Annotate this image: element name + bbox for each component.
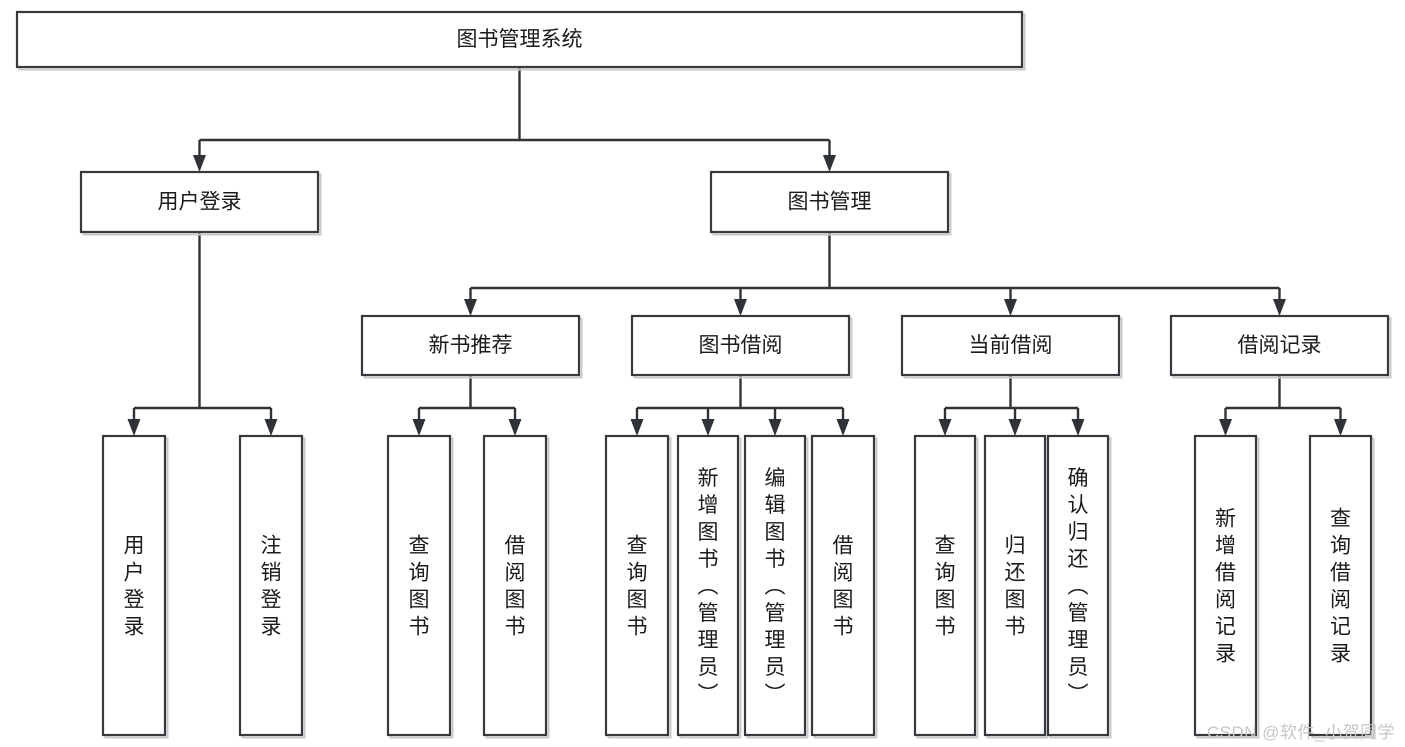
node-label: 编辑图书︵管理员︶ (765, 467, 786, 706)
node-new-book-rec[interactable]: 新书推荐 (360, 314, 583, 379)
node-leaf-return-book[interactable]: 归还图书 (983, 434, 1049, 739)
node-label: 新书推荐 (429, 334, 513, 357)
node-layer: 图书管理系统用户登录图书管理新书推荐图书借阅当前借阅借阅记录用户登录注销登录查询… (15, 10, 1392, 739)
node-leaf-edit-book[interactable]: 编辑图书︵管理员︶ (743, 434, 809, 739)
node-user-login[interactable]: 用户登录 (79, 170, 322, 236)
node-label: 借阅记录 (1238, 334, 1322, 357)
node-leaf-query-book-3[interactable]: 查询图书 (913, 434, 979, 739)
node-label: 查询图书 (627, 535, 648, 639)
node-label: 图书管理 (788, 191, 872, 214)
node-label: 新增图书︵管理员︶ (698, 467, 719, 706)
node-leaf-query-record[interactable]: 查询借阅记录 (1308, 434, 1375, 739)
node-label: 注销登录 (261, 535, 282, 639)
node-book-borrow[interactable]: 图书借阅 (630, 314, 853, 379)
node-label: 用户登录 (124, 535, 145, 639)
node-label: 查询图书 (935, 535, 956, 639)
node-label: 用户登录 (158, 191, 242, 214)
node-leaf-query-book-1[interactable]: 查询图书 (386, 434, 454, 739)
node-label: 查询借阅记录 (1330, 508, 1351, 666)
connector-group-user-login (127, 232, 278, 436)
node-label: 归还图书 (1005, 535, 1026, 639)
node-label: 借阅图书 (833, 535, 854, 639)
node-label: 确认归还︵管理员︶ (1068, 467, 1089, 706)
node-leaf-confirm-return[interactable]: 确认归还︵管理员︶ (1046, 434, 1112, 739)
connector-layer (127, 67, 1347, 436)
node-leaf-user-login[interactable]: 用户登录 (101, 434, 169, 739)
node-root[interactable]: 图书管理系统 (15, 10, 1026, 71)
connector-group-book-manage (464, 232, 1286, 316)
node-label: 查询图书 (409, 535, 430, 639)
connector-group-new-book-rec (412, 375, 522, 436)
node-leaf-borrow-book-2[interactable]: 借阅图书 (810, 434, 878, 739)
node-book-manage[interactable]: 图书管理 (709, 170, 952, 236)
connector-group-current-borrow (938, 375, 1085, 436)
node-borrow-record[interactable]: 借阅记录 (1169, 314, 1392, 379)
node-label: 图书借阅 (699, 334, 783, 357)
node-label: 当前借阅 (969, 334, 1053, 357)
node-leaf-borrow-book-1[interactable]: 借阅图书 (482, 434, 550, 739)
node-label: 图书管理系统 (457, 28, 583, 51)
node-current-borrow[interactable]: 当前借阅 (900, 314, 1123, 379)
connector-group-book-borrow (630, 375, 850, 436)
node-leaf-query-book-2[interactable]: 查询图书 (604, 434, 672, 739)
node-label: 新增借阅记录 (1215, 508, 1236, 666)
connector-group-borrow-record (1219, 375, 1347, 436)
connector-group-root (193, 67, 836, 172)
node-leaf-logout[interactable]: 注销登录 (238, 434, 306, 739)
node-leaf-add-book[interactable]: 新增图书︵管理员︶ (676, 434, 742, 739)
node-label: 借阅图书 (505, 535, 526, 639)
node-leaf-add-record[interactable]: 新增借阅记录 (1193, 434, 1260, 739)
